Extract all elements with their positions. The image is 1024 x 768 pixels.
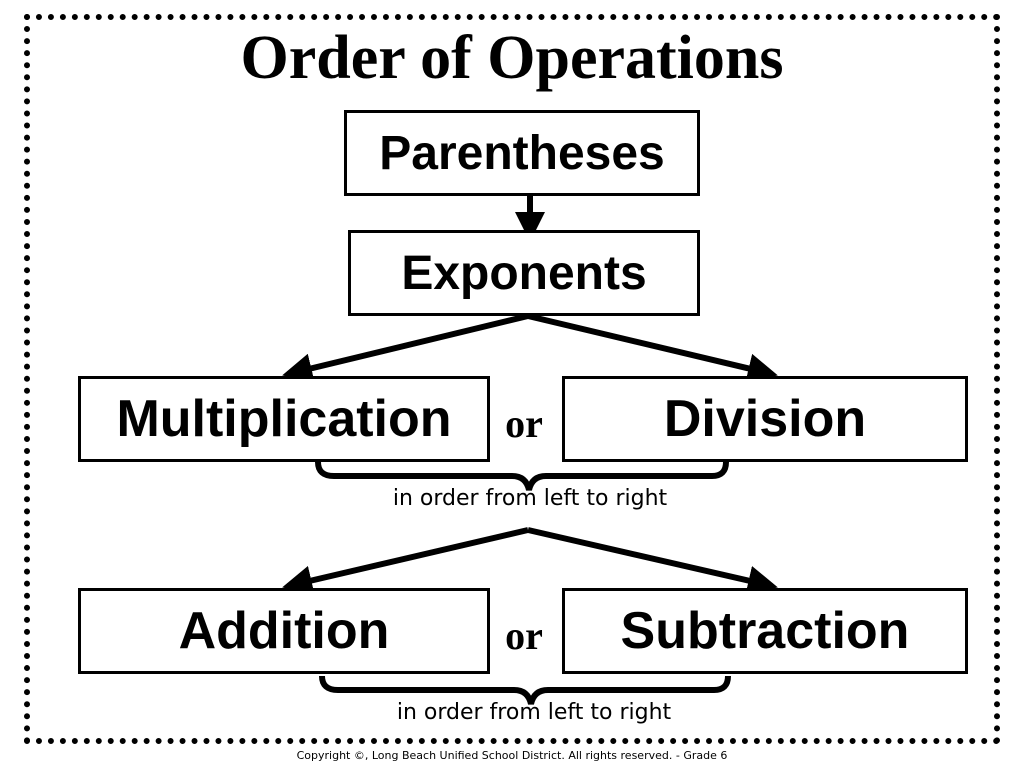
or-label-2: or bbox=[505, 613, 543, 658]
arrow-exponents-to-multiplication bbox=[282, 313, 529, 383]
copyright-text: Copyright ©, Long Beach Unified School D… bbox=[296, 749, 728, 762]
brace-multiplication-division bbox=[315, 461, 729, 491]
division-box: Division bbox=[562, 376, 968, 462]
dotted-border-frame bbox=[24, 14, 1000, 744]
arrow-exponents-to-division bbox=[527, 313, 778, 384]
subtraction-box: Subtraction bbox=[562, 588, 968, 674]
brace-addition-subtraction bbox=[319, 675, 731, 705]
arrow-to-subtraction bbox=[527, 527, 778, 596]
multiplication-box: Multiplication bbox=[78, 376, 490, 462]
diagram-title: Order of Operations bbox=[240, 24, 784, 92]
exponents-box: Exponents bbox=[348, 230, 700, 316]
or-label-1: or bbox=[505, 401, 543, 446]
order-note-2: in order from left to right bbox=[396, 700, 672, 725]
addition-box: Addition bbox=[78, 588, 490, 674]
parentheses-box: Parentheses bbox=[344, 110, 700, 196]
order-note-1: in order from left to right bbox=[392, 486, 668, 511]
arrow-to-addition bbox=[282, 527, 529, 596]
